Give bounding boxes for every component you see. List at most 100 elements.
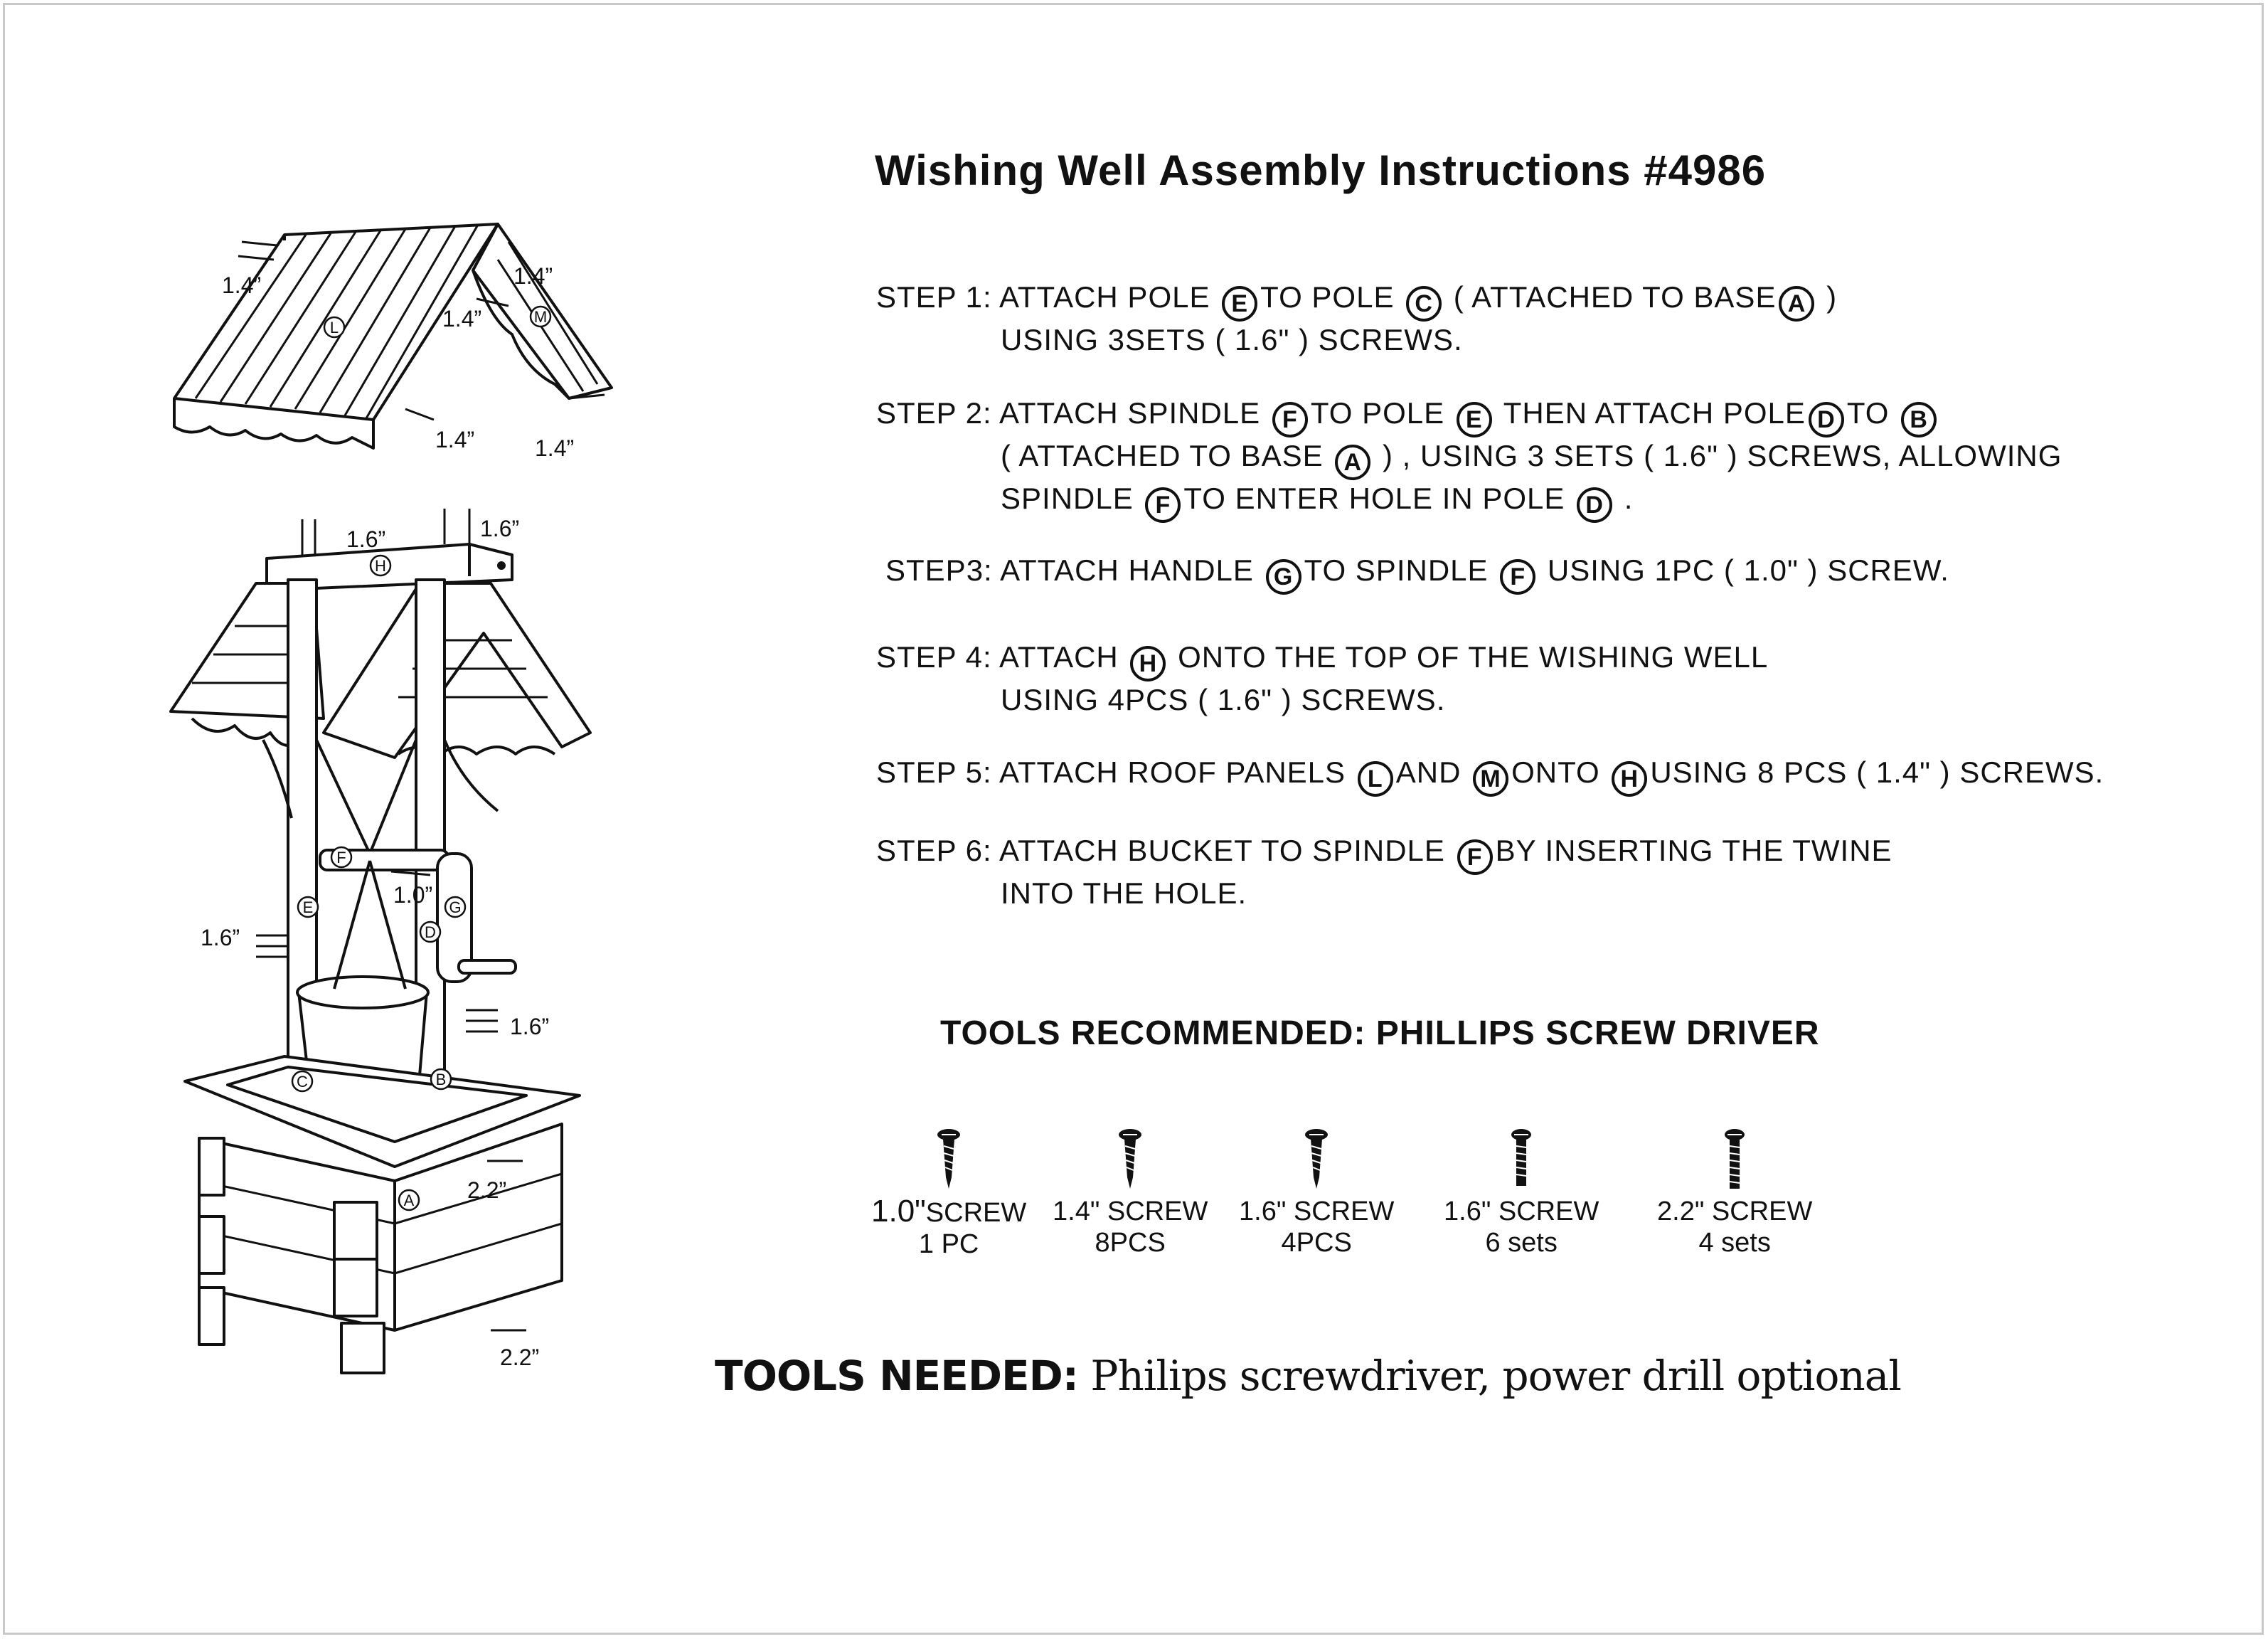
screw-size: 1.6": [1444, 1197, 1491, 1226]
part-letter-circle: C: [1406, 286, 1442, 322]
label-top-left: 1.6”: [346, 526, 386, 552]
screw-size: 1.4": [1053, 1197, 1100, 1226]
part-letter-circle: A: [1335, 445, 1371, 480]
part-letter-circle: M: [1473, 761, 1509, 797]
part-letter-E: E: [303, 898, 314, 916]
step-line-2: INTO THE HOLE.: [1001, 876, 1247, 910]
part-letters: L M H F E D G C B A: [291, 305, 552, 1211]
base-box-drawing: [183, 1055, 581, 1374]
step-text: THEN ATTACH POLE: [1494, 396, 1806, 430]
part-letter-circle: B: [1901, 402, 1937, 437]
step-text: .: [1615, 482, 1634, 515]
tools-needed-label: TOOLS NEEDED:: [715, 1352, 1079, 1400]
tools-recommended: TOOLS RECOMMENDED: PHILLIPS SCREW DRIVER: [940, 1014, 1820, 1052]
screw-qty: 6 sets: [1485, 1228, 1558, 1258]
screw-icon: [937, 1129, 961, 1189]
part-letter-H: H: [375, 557, 386, 575]
bolt-icon: [1725, 1129, 1745, 1189]
label-base-lower: 2.2”: [500, 1344, 540, 1370]
part-letter-circle: E: [1222, 286, 1258, 322]
step-text: USING 1PC ( 1.0" ) SCREW.: [1538, 553, 1949, 587]
bolt-icon: [1511, 1129, 1532, 1186]
step-text: ATTACH BUCKET TO SPINDLE: [999, 834, 1454, 867]
part-letter-circle: D: [1577, 487, 1613, 523]
screw-2-2: 2.2" SCREW 4 sets: [1657, 1128, 1812, 1258]
roof-panels-drawing: [173, 223, 613, 450]
page-title: Wishing Well Assembly Instructions #4986: [875, 147, 1767, 194]
step-text: TO: [1846, 396, 1899, 430]
wishing-well-diagram: L M H F E D G C B A: [169, 223, 613, 1374]
screw-icon: [1305, 1129, 1329, 1189]
label-roof-bottom-right: 1.4”: [535, 435, 575, 461]
step-prefix: STEP 6:: [876, 834, 999, 867]
part-letter-circle: F: [1500, 559, 1536, 595]
step-line-2: USING 3SETS ( 1.6" ) SCREWS.: [1001, 323, 1463, 356]
screw-1-6-b: 1.6" SCREW 6 sets: [1444, 1128, 1599, 1258]
screw-name: SCREW: [925, 1198, 1027, 1228]
tools-needed-text: Philips screwdriver, power drill optiona…: [1077, 1352, 1901, 1400]
label-roof-bottom-mid: 1.4”: [435, 427, 475, 452]
step-text: TO ENTER HOLE IN POLE: [1183, 482, 1575, 515]
step-text: TO POLE: [1310, 396, 1454, 430]
part-letter-circle: H: [1612, 761, 1648, 797]
label-roof-left: 1.4”: [222, 272, 262, 298]
well-roof-drawing: [169, 582, 592, 759]
label-side-left: 1.6”: [201, 925, 240, 950]
step-text: BY INSERTING THE TWINE: [1495, 834, 1892, 867]
part-letter-circle: L: [1357, 761, 1393, 797]
tools-needed: TOOLS NEEDED: Philips screwdriver, power…: [715, 1352, 1902, 1400]
step-text: ONTO: [1511, 755, 1609, 789]
page-frame: [3, 3, 2264, 1635]
label-top-right: 1.6”: [480, 516, 520, 541]
screw-qty: 4PCS: [1281, 1228, 1352, 1258]
step-text: ( ATTACHED TO BASE: [1001, 439, 1333, 472]
step-4: STEP 4: ATTACH H ONTO THE TOP OF THE WIS…: [876, 639, 1768, 718]
step-prefix: STEP 4:: [876, 640, 999, 674]
part-letter-circle: F: [1145, 487, 1181, 523]
step-text: TO POLE: [1260, 280, 1404, 314]
part-letter-A: A: [404, 1192, 415, 1209]
part-letter-F: F: [336, 849, 346, 866]
part-letter-M: M: [534, 308, 547, 326]
step-text: ) , USING 3 SETS ( 1.6" ) SCREWS, ALLOWI…: [1373, 439, 2062, 472]
label-roof-top-right: 1.4”: [513, 263, 553, 289]
screw-1-6-a: 1.6" SCREW 4PCS: [1239, 1128, 1394, 1258]
step-prefix: STEP 5:: [876, 755, 999, 789]
screw-name: SCREW: [1711, 1197, 1813, 1226]
label-handle: 1.0”: [393, 882, 433, 908]
step-text: AND: [1395, 755, 1471, 789]
step-text: ATTACH: [999, 640, 1128, 674]
part-letter-circle: G: [1265, 559, 1301, 595]
screw-marks: [238, 240, 605, 1332]
part-letter-circle: D: [1808, 402, 1844, 437]
screw-name: SCREW: [1293, 1197, 1395, 1226]
screw-size: 1.6": [1239, 1197, 1287, 1226]
screw-icon: [1119, 1129, 1142, 1189]
step-text: ONTO THE TOP OF THE WISHING WELL: [1168, 640, 1769, 674]
label-base-upper: 2.2”: [467, 1177, 507, 1203]
step-text: TO SPINDLE: [1304, 553, 1498, 587]
part-letter-circle: A: [1779, 286, 1815, 322]
part-letter-circle: H: [1130, 646, 1166, 681]
step-text: ( ATTACHED TO BASE: [1444, 280, 1777, 314]
screw-name: SCREW: [1107, 1197, 1208, 1226]
step-prefix: STEP 2:: [876, 396, 999, 430]
part-letter-B: B: [436, 1071, 447, 1088]
part-letter-D: D: [425, 923, 436, 941]
screw-name: SCREW: [1498, 1197, 1599, 1226]
step-text: ): [1817, 280, 1838, 314]
screw-qty: 4 sets: [1698, 1228, 1771, 1258]
step-line-2: USING 4PCS ( 1.6" ) SCREWS.: [1001, 683, 1446, 716]
part-letter-L: L: [330, 319, 339, 336]
step-text: ATTACH SPINDLE: [999, 396, 1269, 430]
part-letter-G: G: [449, 898, 461, 916]
label-side-right: 1.6”: [510, 1014, 550, 1039]
step-text: USING 8 PCS ( 1.4" ) SCREWS.: [1650, 755, 2104, 789]
step-text: ATTACH HANDLE: [1000, 553, 1263, 587]
